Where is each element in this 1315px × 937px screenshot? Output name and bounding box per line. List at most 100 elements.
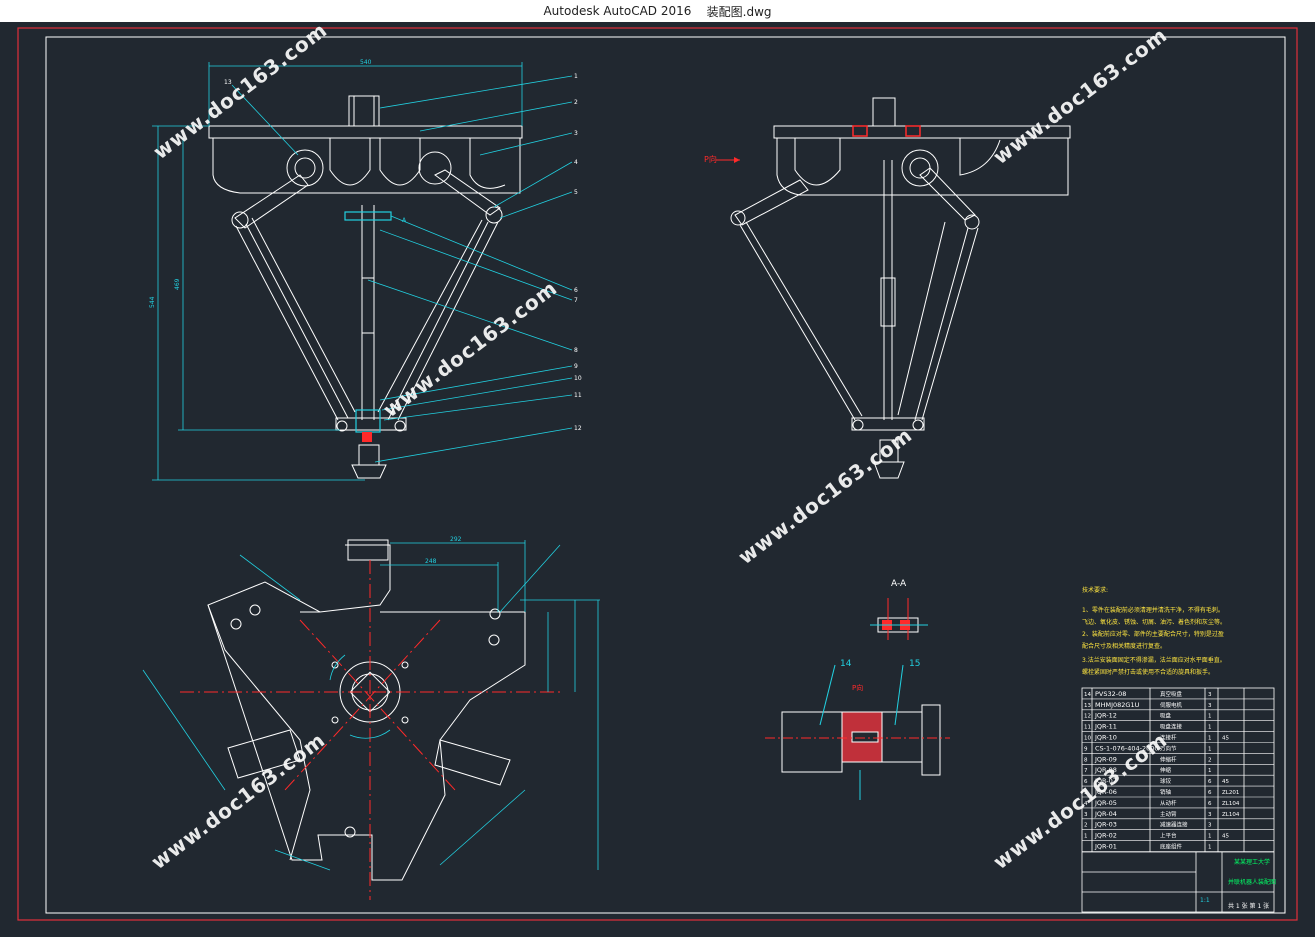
- side-view-direction: P向: [704, 154, 740, 164]
- bom-cell-code: JQR-12: [1094, 712, 1117, 720]
- outer-frame: [17, 27, 1298, 921]
- detail-direction: P向: [852, 683, 863, 692]
- bom-table: [1081, 687, 1275, 913]
- app-title: Autodesk AutoCAD 2016: [543, 4, 692, 18]
- svg-text:共 1 张 第 1 张: 共 1 张 第 1 张: [1228, 902, 1269, 910]
- bom-cell-name: 万向节: [1160, 744, 1177, 752]
- bom-cell-qty: 1: [1208, 834, 1212, 840]
- bom-title-block: 某某理工大学 并联机器人装配图 1:1 共 1 张 第 1 张: [1200, 858, 1276, 910]
- bom-cell-no: 4: [1084, 801, 1088, 807]
- svg-text:12: 12: [574, 425, 582, 432]
- bom-cell-code: JQR-08: [1094, 766, 1117, 774]
- bom-cell-code: JQR-05: [1094, 799, 1117, 807]
- bom-cell-code: JQR-10: [1094, 734, 1117, 742]
- bom-cell-mat: ZL104: [1222, 801, 1240, 807]
- bom-cell-qty: 3: [1208, 703, 1212, 709]
- drawing-canvas[interactable]: 540 544 469 A 1 2 3 4 5 6 7 8 9 10 11 12…: [0, 18, 1315, 933]
- bom-cell-code: CS-1-076-404-2000: [1095, 744, 1159, 752]
- bom-cell-no: 5: [1084, 790, 1088, 796]
- svg-text:某某理工大学: 某某理工大学: [1234, 858, 1270, 866]
- svg-text:2、装配前应对零、部件的主要配合尺寸，特别是过盈: 2、装配前应对零、部件的主要配合尺寸，特别是过盈: [1082, 630, 1224, 638]
- top-view-centerlines: [180, 560, 560, 900]
- svg-text:配合尺寸及相关精度进行复查。: 配合尺寸及相关精度进行复查。: [1082, 642, 1166, 650]
- bom-cell-qty: 3: [1208, 823, 1212, 829]
- bom-cell-code: MHMJ082G1U: [1095, 701, 1140, 709]
- bom-cell-no: 12: [1084, 714, 1091, 720]
- bom-cell-code: JQR-03: [1094, 821, 1117, 829]
- section-marker: A: [402, 217, 407, 224]
- file-name: 装配图.dwg: [706, 4, 772, 19]
- watermark-5: www.doc163.com: [147, 728, 330, 874]
- svg-text:3.法兰安装面固定不得渗漏，法兰面应对水平面垂直。: 3.法兰安装面固定不得渗漏，法兰面应对水平面垂直。: [1082, 656, 1226, 664]
- bom-cell-name: 减速器连接: [1160, 821, 1188, 829]
- svg-text:3: 3: [574, 130, 578, 137]
- bom-cell-name: 从动杆: [1160, 799, 1177, 807]
- bom-cell-name: 上平台: [1160, 832, 1177, 840]
- watermark-1: www.doc163.com: [149, 22, 332, 164]
- bom-cell-no: 8: [1084, 757, 1088, 763]
- bom-cell-name: 吸盘: [1160, 712, 1172, 720]
- technical-notes: 技术要求: 1、零件在装配前必须清理并清洗干净，不得有毛刺。 飞边、氧化皮、锈蚀…: [1082, 586, 1226, 676]
- bom-cell-no: 11: [1084, 725, 1091, 731]
- bom-cell-name: 伸缩杆: [1160, 755, 1177, 763]
- bom-cell-name: 底座组件: [1160, 843, 1183, 851]
- svg-text:248: 248: [425, 558, 437, 565]
- side-view-red-parts: [852, 125, 921, 137]
- svg-text:1、零件在装配前必须清理并清洗干净，不得有毛刺。: 1、零件在装配前必须清理并清洗干净，不得有毛刺。: [1082, 606, 1224, 614]
- dim-overall-width: 540: [360, 59, 372, 66]
- bom-cell-qty: 6: [1208, 779, 1212, 785]
- svg-text:P向: P向: [704, 154, 717, 164]
- bom-cell-name: 销轴: [1160, 788, 1172, 796]
- bom-cell-mat: ZL201: [1222, 790, 1239, 796]
- bom-cell-qty: 3: [1208, 692, 1212, 698]
- svg-text:7: 7: [574, 297, 578, 304]
- bom-cell-name: 连接杆: [1160, 734, 1177, 742]
- detail-label-14: 14: [840, 659, 852, 669]
- top-view-dim-texts: 292 248: [425, 536, 462, 565]
- bom-cell-qty: 6: [1208, 790, 1212, 796]
- bom-cell-no: 10: [1084, 736, 1091, 742]
- bom-cell-code: JQR-07: [1094, 777, 1117, 785]
- bom-cell-no: 3: [1084, 812, 1088, 818]
- bom-cell-code: JQR-09: [1094, 755, 1117, 763]
- callout-numbers: 1 2 3 4 5 6 7 8 9 10 11 12 13: [224, 73, 582, 432]
- svg-text:292: 292: [450, 536, 462, 543]
- watermark-3: www.doc163.com: [989, 23, 1172, 169]
- svg-text:9: 9: [574, 363, 578, 370]
- svg-text:1: 1: [574, 73, 578, 80]
- inner-frame: [45, 36, 1286, 914]
- bom-cell-no: 9: [1084, 746, 1088, 752]
- bom-cell-name: 球铰: [1160, 777, 1172, 785]
- bom-cell-mat: 45: [1222, 834, 1229, 840]
- bom-cell-mat: 45: [1222, 779, 1229, 785]
- svg-text:螺栓紧固时严禁打击或使用不合适的旋具和扳手。: 螺栓紧固时严禁打击或使用不合适的旋具和扳手。: [1082, 668, 1214, 676]
- watermarks: www.doc163.com www.doc163.com www.doc163…: [147, 18, 1172, 874]
- bom-cell-code: JQR-01: [1094, 843, 1117, 851]
- svg-text:11: 11: [574, 392, 582, 399]
- bom-cell-no: 6: [1084, 779, 1088, 785]
- front-dim-texts: 540 544 469 A: [149, 59, 407, 308]
- bom-cell-code: JQR-06: [1094, 788, 1117, 796]
- svg-text:10: 10: [574, 375, 582, 382]
- bom-cell-code: JQR-02: [1094, 832, 1117, 840]
- bom-cell-code: JQR-11: [1094, 723, 1117, 731]
- svg-text:5: 5: [574, 189, 578, 196]
- bom-cell-name: 主动臂: [1160, 810, 1177, 818]
- bom-cell-no: 14: [1084, 692, 1091, 698]
- window-titlebar: Autodesk AutoCAD 2016 装配图.dwg: [0, 0, 1315, 23]
- front-view: [208, 95, 523, 479]
- bom-cell-qty: 6: [1208, 801, 1212, 807]
- svg-text:8: 8: [574, 347, 578, 354]
- bom-cell-qty: 3: [1208, 812, 1212, 818]
- bom-cell-no: 1: [1084, 834, 1088, 840]
- detail-label-15: 15: [909, 659, 920, 669]
- section-a-a: A-A: [870, 579, 928, 640]
- dim-height-2: 469: [174, 278, 181, 290]
- svg-text:2: 2: [574, 99, 578, 106]
- bom-cell-qty: 1: [1208, 768, 1212, 774]
- bom-cell-no: 2: [1084, 823, 1088, 829]
- top-view: [207, 539, 526, 881]
- section-title: A-A: [891, 579, 907, 589]
- bom-cell-mat: ZL104: [1222, 812, 1240, 818]
